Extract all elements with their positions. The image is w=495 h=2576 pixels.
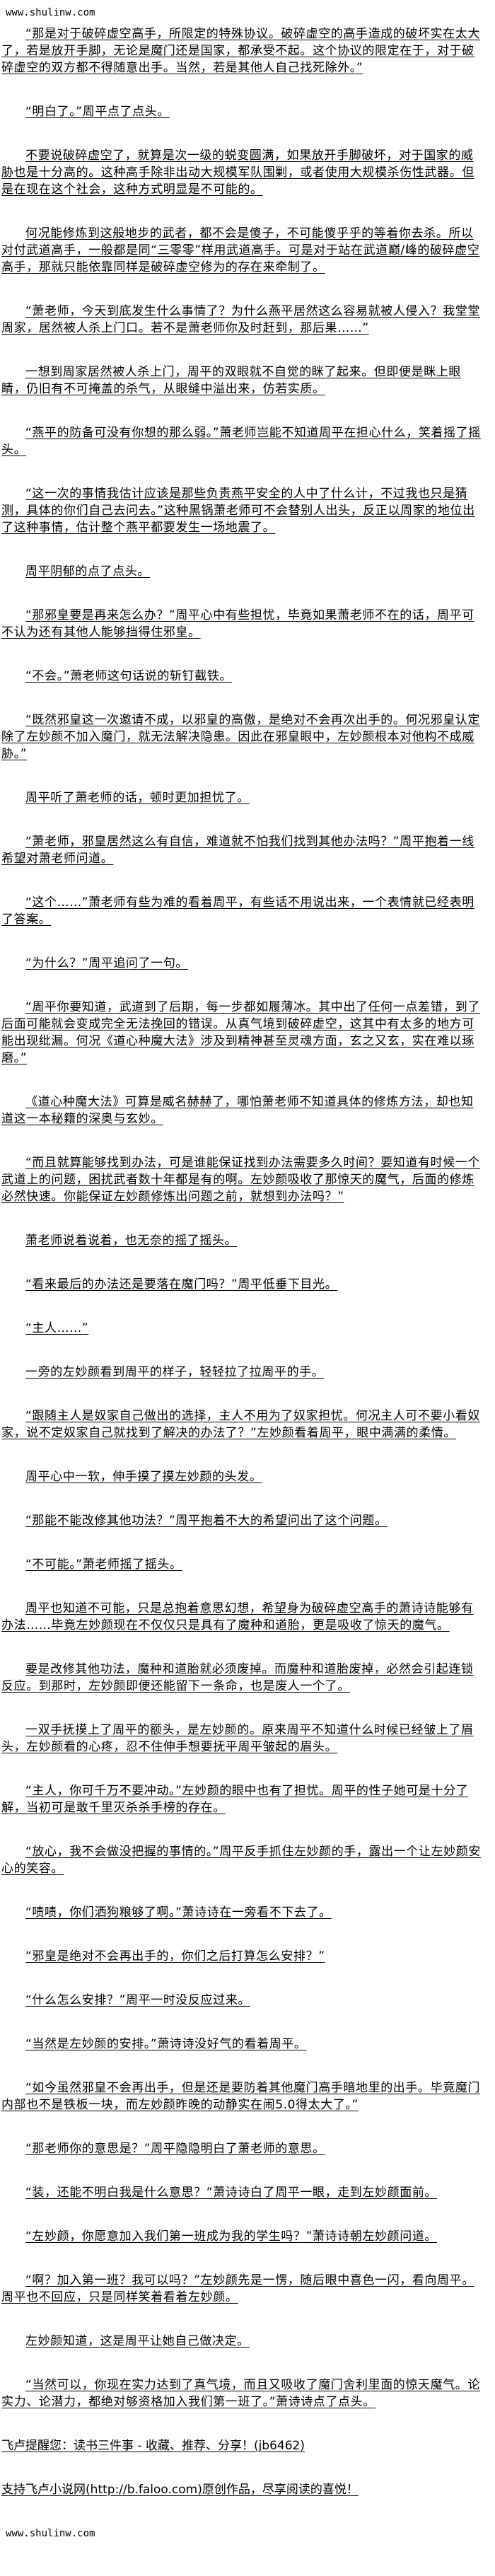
paragraph: “燕平的防备可没有你想的那么弱。”萧老师岂能不知道周平在担心什么，笑着摇了摇头。 bbox=[1, 426, 481, 457]
paragraph: 左妙颜知道，这是周平让她自己做决定。 bbox=[25, 2334, 250, 2348]
paragraph: 《道心种魔大法》可算是威名赫赫了，哪怕萧老师不知道具体的修炼方法，却也知道这一本… bbox=[1, 1095, 474, 1126]
paragraph: “看来最后的办法还是要落在魔门吗？”周平低垂下目光。 bbox=[25, 1277, 338, 1292]
paragraph: 一想到周家居然被人杀上门，周平的双眼就不自觉的眯了起来。但即便是眯上眼睛，仍旧有… bbox=[1, 365, 461, 396]
paragraph: “邪皇是绝对不会再出手的，你们之后打算怎么安排？” bbox=[25, 1949, 325, 1963]
footer-reminder: 飞卢提醒您：读书三件事 - 收藏、推荐、分享！(jb6462) bbox=[1, 2439, 305, 2453]
paragraph: “为什么？”周平追问了一句。 bbox=[25, 956, 189, 970]
paragraph: “既然邪皇这一次邀请不成，以邪皇的高傲，是绝对不会再次出手的。何况邪皇认定除了左… bbox=[1, 713, 481, 761]
paragraph: “那邪皇要是再来怎么办？”周平心中有些担忧，毕竟如果萧老师不在的话，周平可不认为… bbox=[1, 608, 474, 639]
paragraph: 要是改修其他功法，魔种和道胎就必须废掉。而魔种和道胎废掉，必然会引起连锁反应。到… bbox=[1, 1662, 474, 1693]
paragraph: “那老师你的意思是？”周平隐隐明白了萧老师的意思。 bbox=[25, 2142, 325, 2156]
paragraph: 周平心中一软，伸手摸了摸左妙颜的头发。 bbox=[25, 1470, 262, 1484]
paragraph: “而且就算能够找到办法，可是谁能保证找到办法需要多久时间？要知道有时候一个武道上… bbox=[1, 1156, 481, 1204]
paragraph: 一旁的左妙颜看到周平的样子，轻轻拉了拉周平的手。 bbox=[25, 1365, 325, 1379]
paragraph: “那是对于破碎虚空高手，所限定的特殊协议。破碎虚空的高手造成的破坏实在太大了，若… bbox=[1, 27, 481, 75]
paragraph: “如今虽然邪皇不会再出手，但是还是要防着其他魔门高手暗地里的出手。毕竟魔门内部也… bbox=[1, 2081, 481, 2112]
paragraph: “啊？加入第一班？我可以吗？”左妙颜先是一愣，随后眼中喜色一闪，看向周平。周平也… bbox=[1, 2273, 474, 2304]
paragraph: 何况能修炼到这般地步的武者，都不会是傻子，不可能傻乎乎的等着你去杀。所以对付武道… bbox=[1, 226, 480, 274]
paragraph: “什么怎么安排？”周平一时没反应过来。 bbox=[25, 1993, 251, 2007]
paragraph: “主人……” bbox=[25, 1321, 89, 1335]
paragraph: “当然可以，你现在实力达到了真气境，而且又吸收了魔门舍利里面的惊天魔气。论实力、… bbox=[1, 2378, 481, 2409]
paragraph: “不可能。”萧老师摇了摇头。 bbox=[25, 1557, 182, 1572]
paragraph: “不会。”萧老师这句话说的斩钉截铁。 bbox=[25, 669, 232, 683]
paragraph: “跟随主人是奴家自己做出的选择，主人不用为了奴家担忧。何况主人可不要小看奴家，说… bbox=[1, 1409, 481, 1440]
paragraph: 周平也知道不可能，只是总抱着意思幻想，希望身为破碎虚空高手的萧诗诗能够有办法……… bbox=[1, 1601, 474, 1632]
paragraph: 萧老师说着说着，也无奈的摇了摇头。 bbox=[25, 1234, 238, 1248]
paragraph: “啧啧，你们洒狗粮够了啊。”萧诗诗在一旁看不下去了。 bbox=[25, 1905, 332, 1920]
paragraph: “左妙颜，你愿意加入我们第一班成为我的学生吗？”萧诗诗朝左妙颜问道。 bbox=[25, 2229, 438, 2244]
footer-support-link[interactable]: 支持飞卢小说网(http://b.faloo.com)原创作品，尽享阅读的喜悦！ bbox=[1, 2483, 359, 2497]
paragraph: “放心，我不会做没把握的事情的。”周平反手抓住左妙颜的手，露出一个让左妙颜安心的… bbox=[1, 1845, 481, 1876]
paragraph: “这个……”萧老师有些为难的看着周平，有些话不用说出来，一个表情就已经表明了答案… bbox=[1, 895, 474, 927]
chapter-body: “那是对于破碎虚空高手，所限定的特殊协议。破碎虚空的高手造成的破坏实在太大了，若… bbox=[1, 25, 482, 2410]
paragraph: “这一次的事情我估计应该是那些负责燕平安全的人中了什么计，不过我也只是猜测，具体… bbox=[1, 487, 475, 535]
paragraph: “萧老师，今天到底发生什么事情了？为什么燕平居然这么容易就被人侵入？我堂堂周家，… bbox=[1, 304, 481, 335]
paragraph: 不要说破碎虚空了，就算是次一级的蜕变圆满，如果放开手脚破坏，对于国家的威胁也是十… bbox=[1, 149, 474, 197]
paragraph: “当然是左妙颜的安排。”萧诗诗没好气的看着周平。 bbox=[25, 2037, 307, 2051]
paragraph: “萧老师，邪皇居然这么有自信，难道就不怕我们找到其他办法吗？”周平抱着一线希望对… bbox=[1, 835, 474, 866]
paragraph: 周平阴郁的点了点头。 bbox=[25, 564, 150, 579]
site-watermark-top: www.shulinw.com bbox=[6, 7, 95, 18]
paragraph: “周平你要知道，武道到了后期，每一步都如履薄冰。其中出了任何一点差错，到了后面可… bbox=[1, 1000, 481, 1065]
paragraph: 一双手抚摸上了周平的额头，是左妙颜的。原来周平不知道什么时候已经皱上了眉头，左妙… bbox=[1, 1723, 474, 1754]
paragraph: “主人，你可千万不要冲动。”左妙颜的眼中也有了担忧。周平的性子她可是十分了解，当… bbox=[1, 1784, 469, 1815]
paragraph: 周平听了萧老师的话，顿时更加担忧了。 bbox=[25, 791, 250, 805]
paragraph: “明白了。”周平点了点头。 bbox=[25, 105, 170, 119]
site-watermark-bottom: www.shulinw.com bbox=[6, 2528, 95, 2539]
paragraph: “那能不能改修其他功法？”周平抱着不大的希望问出了这个问题。 bbox=[25, 1514, 388, 1528]
paragraph: “装，还能不明白我是什么意思？”萧诗诗白了周平一眼，走到左妙颜面前。 bbox=[25, 2186, 438, 2200]
